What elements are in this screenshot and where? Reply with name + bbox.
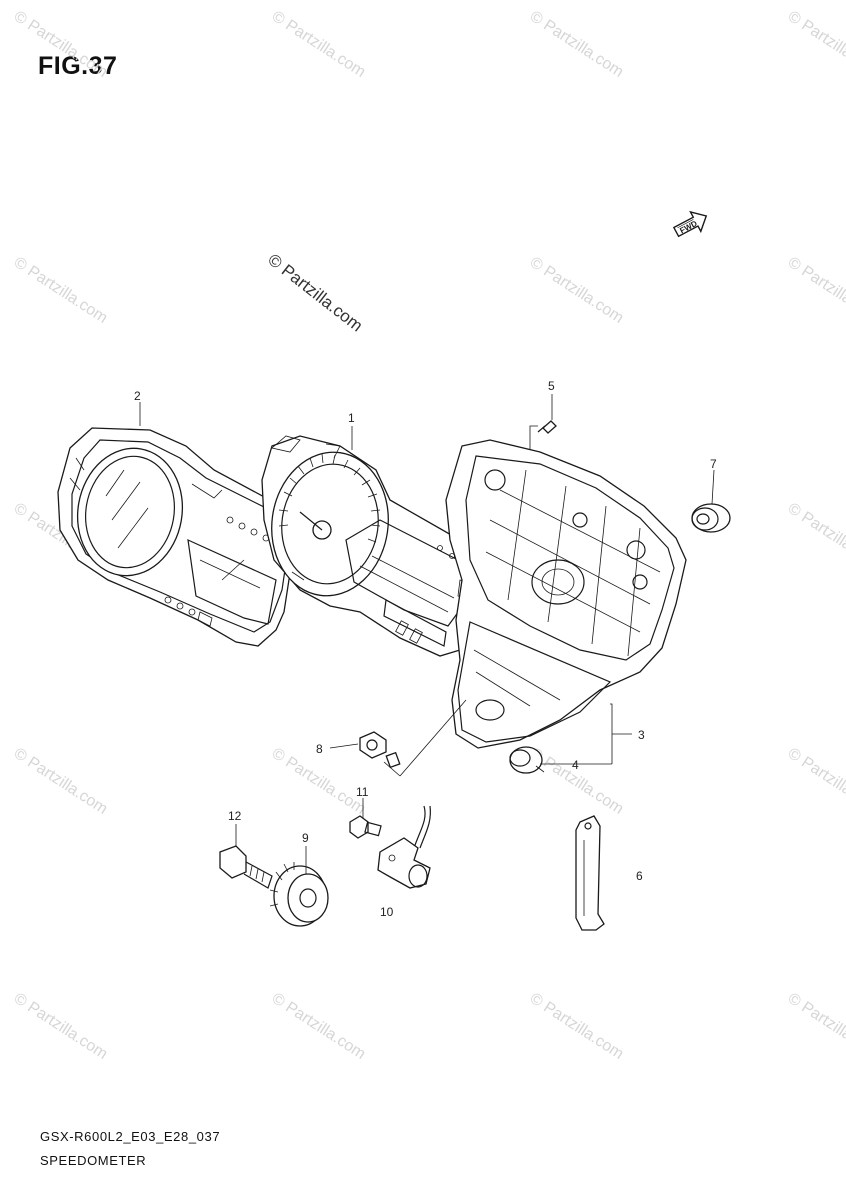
callout-4: 4: [572, 758, 579, 772]
callout-11: 11: [356, 785, 369, 799]
part-8-nut: [359, 731, 387, 759]
figure-title: FIG.37: [38, 52, 118, 80]
part-11-screw: [349, 815, 382, 839]
callout-7: 7: [710, 457, 717, 471]
callout-12: 12: [228, 809, 242, 823]
part-5-screw: [537, 420, 557, 434]
diagram-code: GSX-R600L2_E03_E28_037: [40, 1129, 221, 1144]
part-2-front-cover: [57, 427, 301, 647]
part-7-grommet: [691, 503, 731, 533]
diagram-name: SPEEDOMETER: [40, 1153, 147, 1168]
part-12-bolt: [219, 845, 273, 889]
leader-lines: [139, 394, 715, 874]
callout-5: 5: [548, 379, 555, 393]
part-9-rotor: [269, 862, 329, 927]
part-8-screw: [385, 751, 401, 769]
fwd-arrow-icon: FWD: [672, 210, 708, 238]
callout-6: 6: [636, 869, 643, 883]
callout-1: 1: [348, 411, 355, 425]
callout-10: 10: [380, 905, 394, 919]
callout-2: 2: [134, 389, 141, 403]
part-6-strap: [575, 815, 605, 931]
part-1-meter-assembly: [261, 435, 481, 657]
part-4-grommet: [509, 746, 545, 774]
callout-9: 9: [302, 831, 309, 845]
callout-3: 3: [638, 728, 645, 742]
part-10-speed-sensor: [377, 805, 431, 889]
part-3-rear-case: [445, 439, 687, 749]
callout-8: 8: [316, 742, 323, 756]
